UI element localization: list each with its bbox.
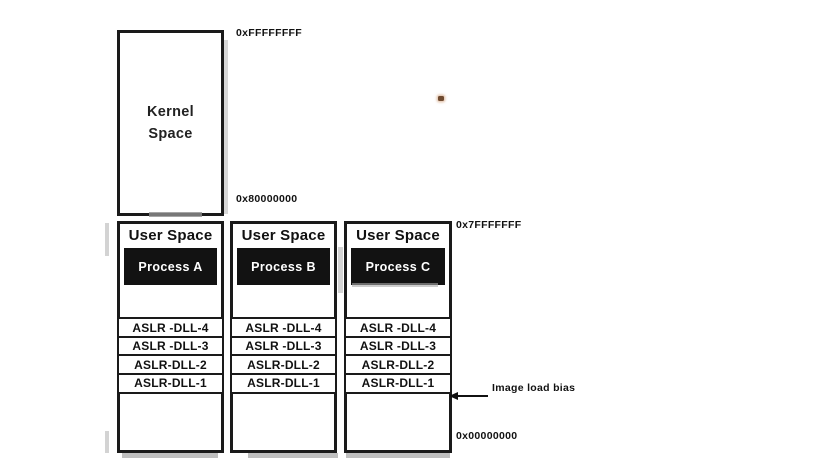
aslr-dll-row: ASLR -DLL-3	[344, 335, 452, 357]
process-c-box: Process C	[351, 248, 445, 285]
aslr-dll-stack: ASLR -DLL-4 ASLR -DLL-3 ASLR-DLL-2 ASLR-…	[230, 317, 337, 394]
speck-artifact	[438, 96, 444, 101]
address-label-7fffffff: 0x7FFFFFFF	[456, 219, 522, 231]
aslr-dll-row: ASLR -DLL-3	[117, 335, 224, 357]
user-space-heading: User Space	[128, 227, 213, 244]
user-space-column-process-b: User Space Process B ASLR -DLL-4 ASLR -D…	[230, 221, 337, 453]
user-space-heading: User Space	[241, 227, 326, 244]
process-a-box: Process A	[124, 248, 217, 285]
scan-artifact	[248, 453, 338, 458]
aslr-dll-row: ASLR-DLL-2	[230, 354, 337, 375]
address-label-00000000: 0x00000000	[456, 430, 518, 442]
user-space-heading: User Space	[356, 227, 440, 244]
address-label-80000000: 0x80000000	[236, 193, 298, 205]
aslr-dll-row: ASLR-DLL-1	[117, 372, 224, 394]
aslr-dll-row: ASLR-DLL-2	[117, 354, 224, 375]
aslr-dll-stack: ASLR -DLL-4 ASLR -DLL-3 ASLR-DLL-2 ASLR-…	[344, 317, 452, 394]
address-label-ffffffff: 0xFFFFFFFF	[236, 27, 302, 39]
scan-artifact	[122, 453, 218, 458]
scan-artifact	[346, 453, 450, 458]
scan-artifact	[105, 223, 109, 256]
kernel-space-label: Kernel Space	[147, 103, 194, 142]
aslr-dll-stack: ASLR -DLL-4 ASLR -DLL-3 ASLR-DLL-2 ASLR-…	[117, 317, 224, 394]
arrow-line	[457, 395, 488, 398]
aslr-dll-row: ASLR-DLL-1	[230, 372, 337, 394]
user-space-column-process-c: User Space Process C ASLR -DLL-4 ASLR -D…	[344, 221, 452, 453]
scan-artifact	[224, 40, 228, 214]
scan-artifact	[338, 247, 343, 293]
left-arrow-icon	[449, 391, 458, 400]
process-b-box: Process B	[237, 248, 330, 285]
scan-artifact	[105, 431, 109, 453]
image-load-bias-label: Image load bias	[492, 382, 576, 394]
kernel-space-box: Kernel Space	[117, 30, 224, 216]
aslr-dll-row: ASLR-DLL-1	[344, 372, 452, 394]
user-space-column-process-a: User Space Process A ASLR -DLL-4 ASLR -D…	[117, 221, 224, 453]
